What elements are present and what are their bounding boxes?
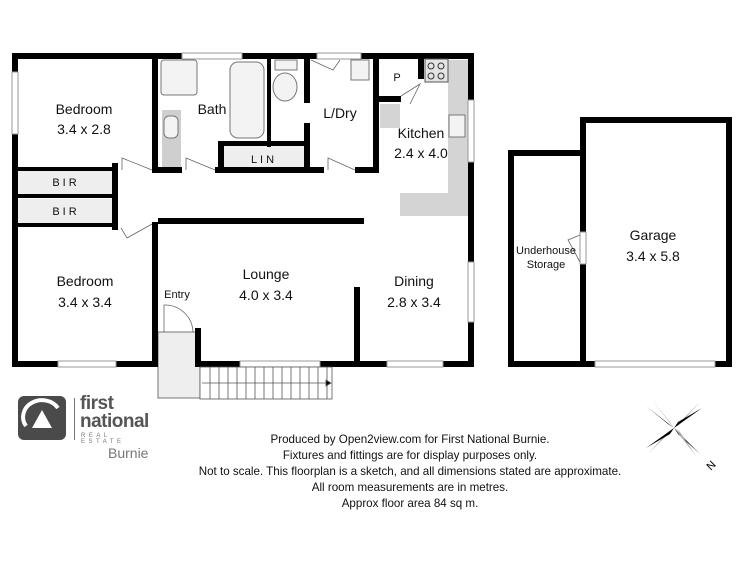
room-name-lounge: Lounge [243,266,290,282]
brand-line2: national [80,411,149,432]
disclaimer: Produced by Open2view.com for First Nati… [180,432,640,512]
windows [11,52,475,368]
room-name-laundry: L/Dry [323,105,356,121]
room-name-dining: Dining [394,273,434,289]
garage-door [594,360,716,368]
disclaimer-line: Produced by Open2view.com for First Nati… [270,433,550,446]
garage-walls [508,117,732,367]
logo-divider [74,398,75,440]
room-dims-garage: 3.4 x 5.8 [626,248,680,264]
room-dims-bedroom-2: 3.4 x 3.4 [58,294,112,310]
brand-branch: Burnie [108,445,149,461]
stairs [199,366,333,400]
room-name-bir-1: BIR [52,177,79,189]
bir-closet-2 [17,199,115,224]
disclaimer-line: Fixtures and fittings are for display pu… [282,449,538,462]
storage-door [579,231,587,265]
disclaimer-line: Approx floor area 84 sq m. [341,497,479,510]
disclaimer-line: Not to scale. This floorplan is a sketch… [198,465,622,478]
brand-tagline: REAL ESTATE [81,433,125,445]
compass-north-label: N [704,459,718,473]
bir-closet-1 [17,170,115,195]
room-name-bir-2: BIR [52,206,79,218]
compass-icon [646,400,702,456]
disclaimer-line: All room measurements are in metres. [311,481,509,494]
room-dims-bedroom-1: 3.4 x 2.8 [57,121,111,137]
room-name-linen: LIN [251,154,277,166]
room-name-bath: Bath [198,101,227,117]
storage-door-swing [567,234,581,263]
room-dims-lounge: 4.0 x 3.4 [239,287,293,303]
first-national-logo-icon [18,396,66,440]
room-name-storage: Storage [527,259,566,271]
brand-line1: first [80,393,114,414]
entry-landing [157,331,201,399]
room-name-underhouse: Underhouse [516,245,576,257]
room-name-bedroom-1: Bedroom [56,101,113,117]
kitchen-benches [380,60,468,216]
doors [120,59,421,333]
room-dims-dining: 2.8 x 3.4 [387,294,441,310]
room-name-garage: Garage [630,227,677,243]
room-name-entry: Entry [164,289,190,301]
stove-icon [424,58,449,83]
room-name-bedroom-2: Bedroom [57,273,114,289]
room-name-pantry: P [393,72,400,84]
brand-logo: first national REAL ESTATE Burnie [18,393,158,466]
bath-fixtures [160,59,466,139]
room-name-kitchen: Kitchen [398,125,445,141]
room-dims-kitchen: 2.4 x 4.0 [394,145,448,161]
